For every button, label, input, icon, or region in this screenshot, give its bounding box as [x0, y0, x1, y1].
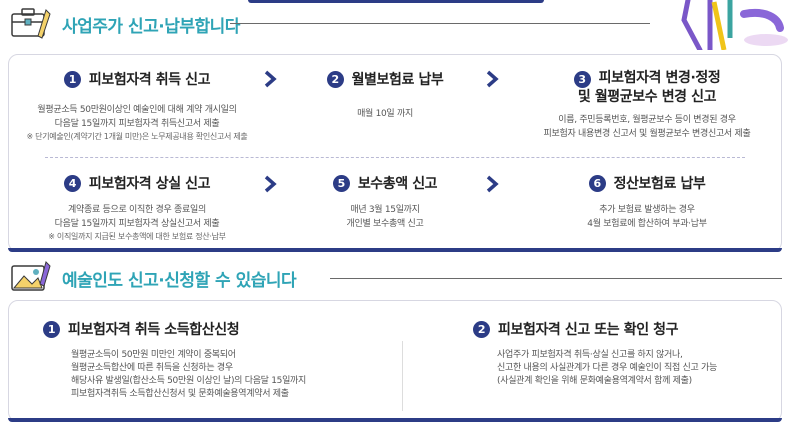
step-desc: 개인별 보수총액 신고: [287, 217, 483, 231]
picture-icon: [8, 258, 52, 298]
item-desc: (사실관계 확인을 위해 문화예술용역계약서 함께 제출): [497, 375, 773, 388]
item-desc: 월평균소득합산에 따른 취득을 신청하는 경우: [71, 362, 393, 375]
briefcase-icon: [8, 4, 52, 44]
step-desc: 피보험자 내용변경 신고서 및 월평균보수 변경신고서 제출: [513, 127, 781, 141]
step-number: 2: [327, 71, 344, 88]
step-desc: 다음달 15일까지 피보험자격 상실신고서 제출: [9, 217, 265, 231]
step-title: 보수총액 신고: [358, 173, 437, 193]
step-2: 2 월별보험료 납부 매월 10일 까지: [287, 69, 483, 121]
person-illustration: [670, 0, 790, 50]
step-desc: 매월 10일 까지: [287, 107, 483, 121]
step-number: 2: [473, 321, 490, 338]
step-title: 피보험자격 취득 신고: [89, 69, 210, 89]
step-desc: 계약종료 등으로 이직한 경우 종료일의: [9, 203, 265, 217]
step-title: 피보험자격 상실 신고: [89, 173, 210, 193]
chevron-right-icon: [485, 70, 499, 88]
section-title: 사업주가 신고·납부합니다: [62, 12, 240, 37]
step-desc: 매년 3월 15일까지: [287, 203, 483, 217]
artist-steps-panel: 1 피보험자격 취득 소득합산신청 월평균소득이 50만원 미만인 계약이 중복되…: [8, 300, 782, 422]
step-desc: 추가 보험료 발생하는 경우: [513, 203, 781, 217]
header-divider: [330, 278, 782, 279]
item-desc: 신고한 내용의 사실관계가 다른 경우 예술인이 직접 신고 가능: [497, 362, 773, 375]
step-title: 피보험자격 변경·정정: [599, 69, 721, 88]
step-number: 4: [64, 175, 81, 192]
step-number: 5: [333, 175, 350, 192]
employer-steps-panel: 1 피보험자격 취득 신고 월평균소득 50만원이상인 예술인에 대해 계약 개시…: [8, 54, 782, 252]
artist-item-1: 1 피보험자격 취득 소득합산신청 월평균소득이 50만원 미만인 계약이 중복되…: [43, 319, 393, 401]
step-title: 월별보험료 납부: [352, 69, 444, 89]
section-header-employer: 사업주가 신고·납부합니다: [8, 4, 240, 44]
step-desc: 월평균소득 50만원이상인 예술인에 대해 계약 개시일의: [9, 103, 265, 117]
step-number: 6: [589, 175, 606, 192]
step-1: 1 피보험자격 취득 신고 월평균소득 50만원이상인 예술인에 대해 계약 개시…: [9, 69, 265, 143]
item-desc: 피보험자격취득 소득합산신청서 및 문화예술용역계약서 제출: [71, 388, 393, 401]
item-desc: 월평균소득이 50만원 미만인 계약이 중복되어: [71, 349, 393, 362]
step-desc: 4월 보험료에 합산하여 부과·납부: [513, 217, 781, 231]
chevron-right-icon: [485, 175, 499, 193]
step-note: ※ 단기예술인(계약기간 1개월 미만)은 노무제공내용 확인신고서 제출: [9, 131, 265, 143]
section-header-artist: 예술인도 신고·신청할 수 있습니다: [8, 258, 296, 298]
item-desc: 해당사유 발생일(합산소득 50만원 이상인 날)의 다음달 15일까지: [71, 375, 393, 388]
header-divider: [230, 23, 650, 24]
step-desc: 이름, 주민등록번호, 월평균보수 등이 변경된 경우: [513, 113, 781, 127]
step-4: 4 피보험자격 상실 신고 계약종료 등으로 이직한 경우 종료일의 다음달 15…: [9, 173, 265, 243]
section-title: 예술인도 신고·신청할 수 있습니다: [62, 266, 296, 291]
chevron-right-icon: [263, 175, 277, 193]
step-desc: 다음달 15일까지 피보험자격 취득신고서 제출: [9, 117, 265, 131]
top-accent-bar: [248, 0, 544, 3]
step-note: ※ 이직일까지 지급된 보수총액에 대한 보험료 정산·납부: [9, 231, 265, 243]
step-number: 1: [43, 321, 60, 338]
step-6: 6 정산보험료 납부 추가 보험료 발생하는 경우 4월 보험료에 합산하여 부과…: [513, 173, 781, 231]
item-desc: 사업주가 피보험자격 취득·상실 신고를 하지 않거나,: [497, 349, 773, 362]
vertical-divider: [402, 341, 403, 411]
artist-item-2: 2 피보험자격 신고 또는 확인 청구 사업주가 피보험자격 취득·상실 신고를 …: [473, 319, 773, 388]
step-title: 피보험자격 신고 또는 확인 청구: [498, 319, 678, 339]
step-3: 3 피보험자격 변경·정정 및 월평균보수 변경 신고 이름, 주민등록번호, …: [513, 69, 781, 141]
step-title: 정산보험료 납부: [614, 173, 706, 193]
step-5: 5 보수총액 신고 매년 3월 15일까지 개인별 보수총액 신고: [287, 173, 483, 231]
chevron-right-icon: [263, 70, 277, 88]
step-number: 3: [574, 71, 591, 88]
dashed-divider: [45, 157, 745, 158]
step-title-line2: 및 월평균보수 변경 신고: [513, 88, 781, 107]
step-number: 1: [64, 71, 81, 88]
step-title: 피보험자격 취득 소득합산신청: [68, 319, 239, 339]
